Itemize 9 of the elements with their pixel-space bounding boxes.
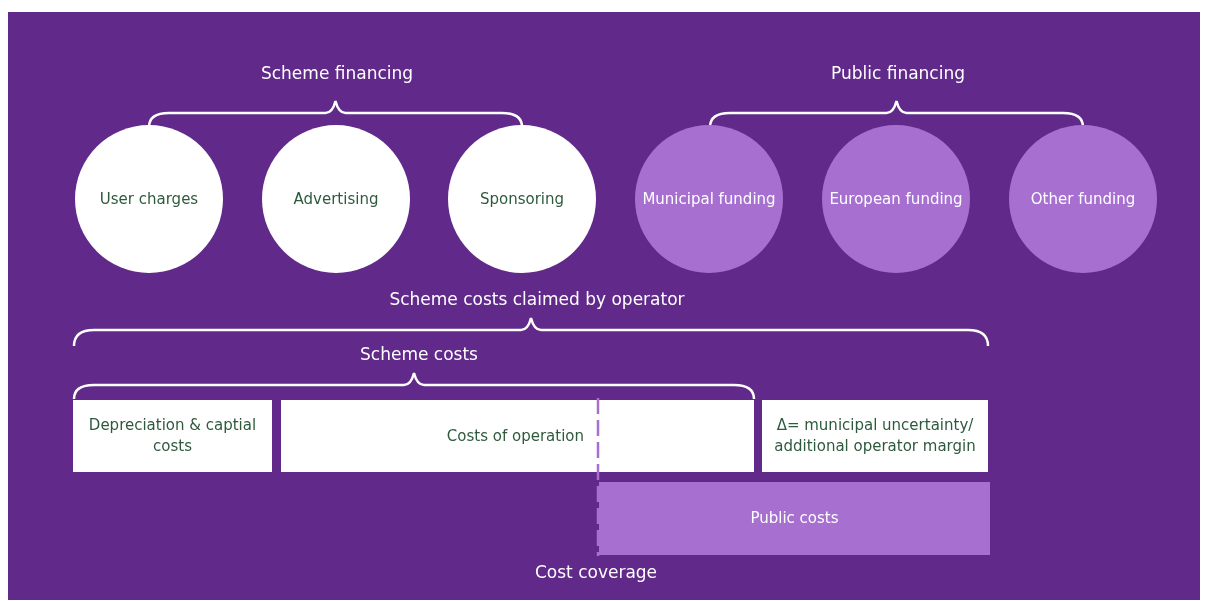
group-heading: Scheme financing <box>260 62 414 85</box>
group-heading: Cost coverage <box>534 561 658 584</box>
cost-box: Public costs <box>599 482 990 555</box>
group-heading: Scheme costs <box>360 343 478 366</box>
group-heading: Scheme costs claimed by operator <box>389 288 685 311</box>
cost-box: Depreciation & captial costs <box>73 400 272 472</box>
cost-box: Δ= municipal uncertainty/ additional operator margin <box>762 400 988 472</box>
group-heading: Public financing <box>831 62 965 85</box>
cost-box: Costs of operation <box>281 400 754 472</box>
